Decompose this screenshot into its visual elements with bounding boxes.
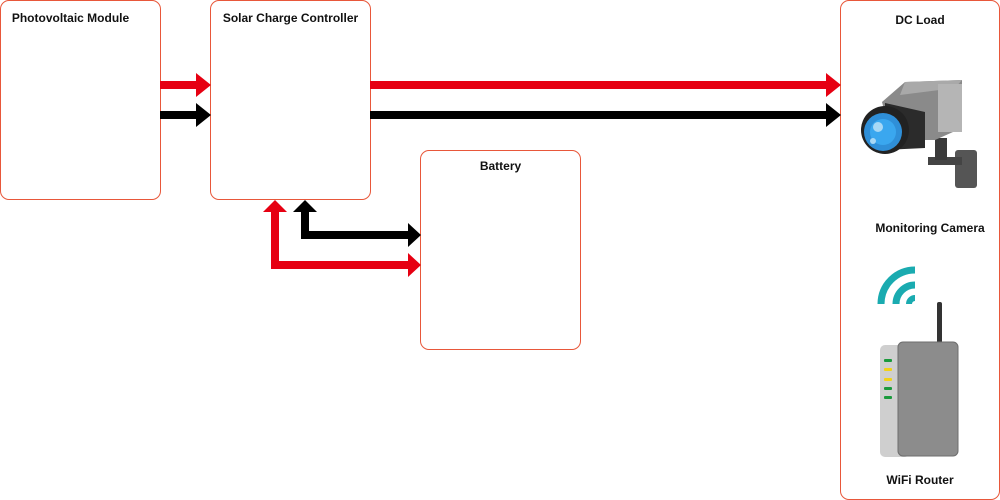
battery-label: Battery [479, 159, 522, 173]
load-negative-arrow [370, 103, 841, 127]
dc-load-label: DC Load [895, 13, 945, 27]
router-label: WiFi Router [886, 473, 954, 487]
battery-box: Battery [420, 150, 581, 350]
pv-positive-arrow [160, 73, 211, 97]
wifi-router-icon [880, 302, 959, 457]
pv-module-box: Photovoltaic Module [0, 0, 161, 200]
pv-module-label: Photovoltaic Module [11, 11, 130, 25]
security-camera-icon [861, 80, 977, 188]
pv-negative-arrow [160, 103, 211, 127]
camera-label: Monitoring Camera [875, 221, 985, 235]
battery-positive-arrow [263, 200, 421, 277]
battery-negative-arrow [293, 200, 421, 247]
charge-controller-box: Solar Charge Controller [210, 0, 371, 200]
charge-controller-label: Solar Charge Controller [222, 11, 359, 25]
load-positive-arrow [370, 73, 841, 97]
wifi-signal-icon [877, 266, 916, 305]
